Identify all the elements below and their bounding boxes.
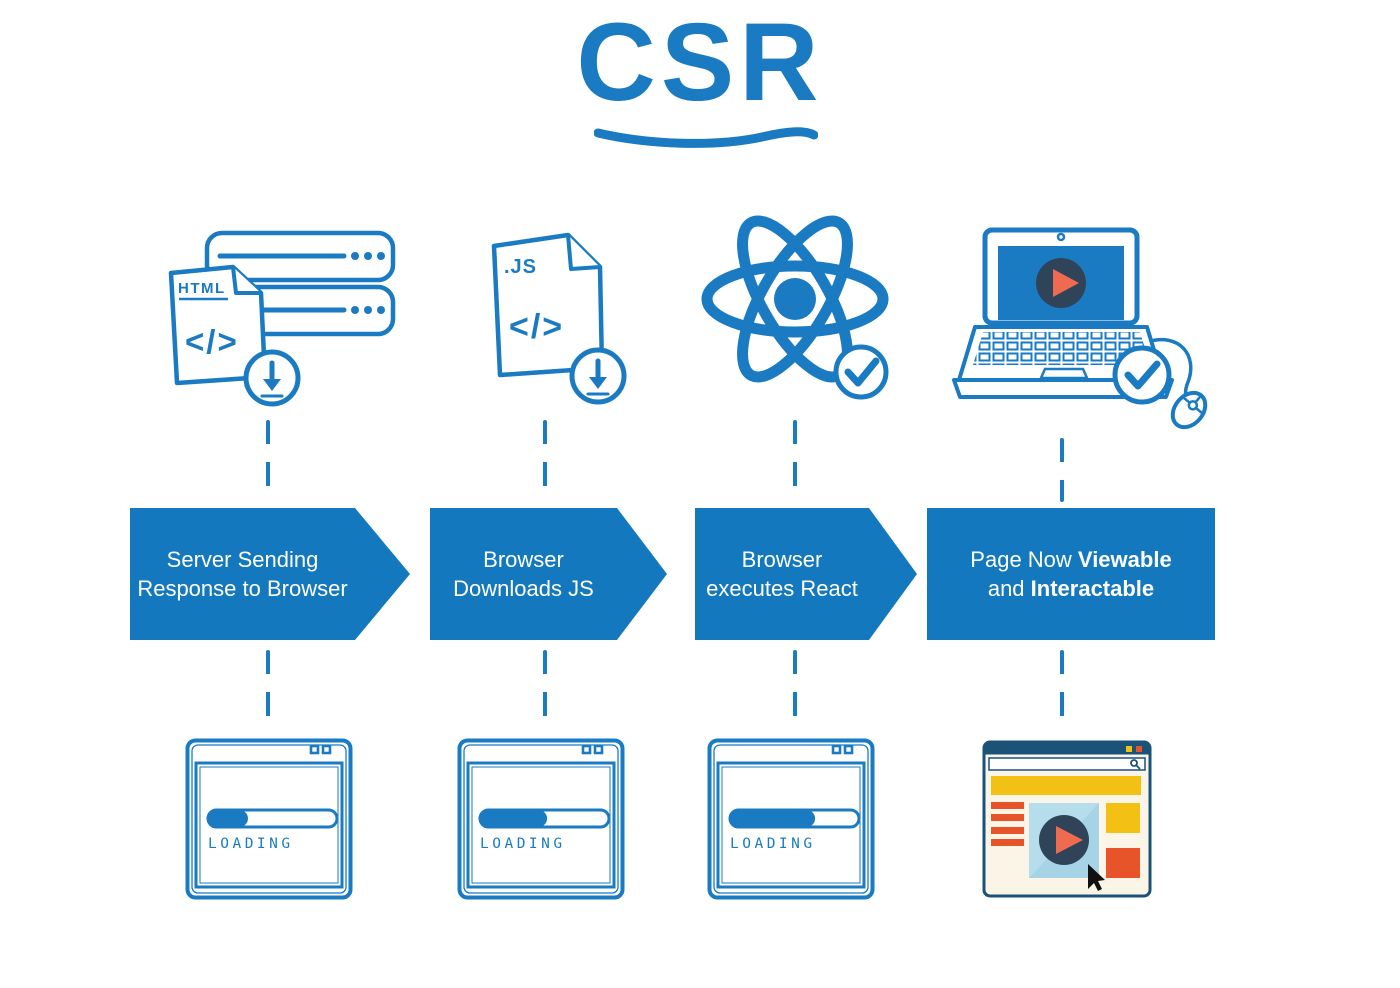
hero-banner-block — [991, 776, 1141, 795]
window-controls-icon — [581, 744, 604, 755]
magnifier-icon — [1130, 759, 1141, 770]
sidebar-orange-block — [1106, 848, 1140, 878]
window-title-bar — [985, 743, 1149, 755]
text-line-blocks — [991, 802, 1024, 846]
banner-text-line: Downloads JS — [453, 576, 594, 601]
keyboard — [973, 332, 1150, 365]
mouse-icon — [1170, 390, 1208, 430]
connector-dashed-line — [266, 420, 270, 502]
html-file: HTML </> — [168, 264, 268, 386]
banner-text-line: Page Now Viewable — [970, 547, 1172, 572]
window-control-yellow-icon — [1126, 746, 1132, 752]
connector-dashed-line — [1060, 438, 1064, 502]
js-file-download-icon: .JS </> — [491, 232, 627, 405]
laptop-play-check-icon — [952, 227, 1208, 430]
rendered-page-window — [982, 740, 1152, 898]
title-underline — [594, 127, 818, 148]
banner-text-line: Response to Browser — [137, 576, 348, 601]
connector-dashed-line — [543, 420, 547, 502]
banner-text: Page Now Viewable and Interactable — [927, 545, 1215, 603]
banner-text-line: executes React — [706, 576, 858, 601]
window-controls-icon — [831, 744, 854, 755]
play-button-icon — [1036, 258, 1086, 308]
download-badge-icon — [243, 349, 301, 407]
connector-dashed-line — [793, 650, 797, 730]
banner-text-line: Browser — [741, 547, 823, 572]
download-badge-icon — [569, 347, 627, 405]
banner-text-line: Browser — [483, 547, 564, 572]
file-fold — [231, 266, 261, 295]
banner-text-line: Server Sending — [166, 547, 319, 572]
code-glyph: </> — [509, 308, 564, 346]
play-button-icon — [1039, 815, 1089, 865]
loading-label: LOADING — [208, 836, 294, 852]
loading-label: LOADING — [730, 836, 816, 852]
window-controls-icon — [309, 744, 332, 755]
page-title: CSR — [576, 1, 824, 124]
loading-window: LOADING — [457, 738, 625, 900]
react-logo-check-icon — [701, 215, 889, 400]
flow-banner-step4: Page Now Viewable and Interactable — [927, 508, 1215, 640]
connector-dashed-line — [1060, 650, 1064, 730]
check-badge-icon — [833, 344, 889, 400]
progress-fill — [480, 810, 548, 827]
loading-window: LOADING — [707, 738, 875, 900]
cursor-icon — [1088, 864, 1105, 891]
js-file-label: .JS — [504, 256, 537, 278]
banner-text: Browser executes React — [695, 545, 869, 603]
connector-dashed-line — [543, 650, 547, 730]
window-control-orange-icon — [1136, 746, 1142, 752]
search-bar — [988, 757, 1146, 771]
progress-fill — [208, 810, 248, 827]
react-atom-core — [774, 278, 816, 320]
server-html-download-icon: HTML </> — [168, 230, 396, 407]
connector-dashed-line — [266, 650, 270, 730]
video-player — [1029, 803, 1099, 878]
progress-fill — [730, 810, 816, 827]
check-badge-icon — [1112, 345, 1172, 405]
flow-banner-step3: Browser executes React — [695, 508, 917, 640]
banner-text-line: and Interactable — [987, 576, 1155, 601]
file-fold — [566, 234, 601, 271]
loading-label: LOADING — [480, 836, 566, 852]
sidebar-yellow-block — [1106, 803, 1140, 833]
code-glyph: </> — [185, 323, 239, 360]
html-file-label: HTML — [178, 280, 226, 297]
connector-dashed-line — [793, 420, 797, 502]
loading-window: LOADING — [185, 738, 353, 900]
js-file: .JS </> — [491, 232, 605, 378]
